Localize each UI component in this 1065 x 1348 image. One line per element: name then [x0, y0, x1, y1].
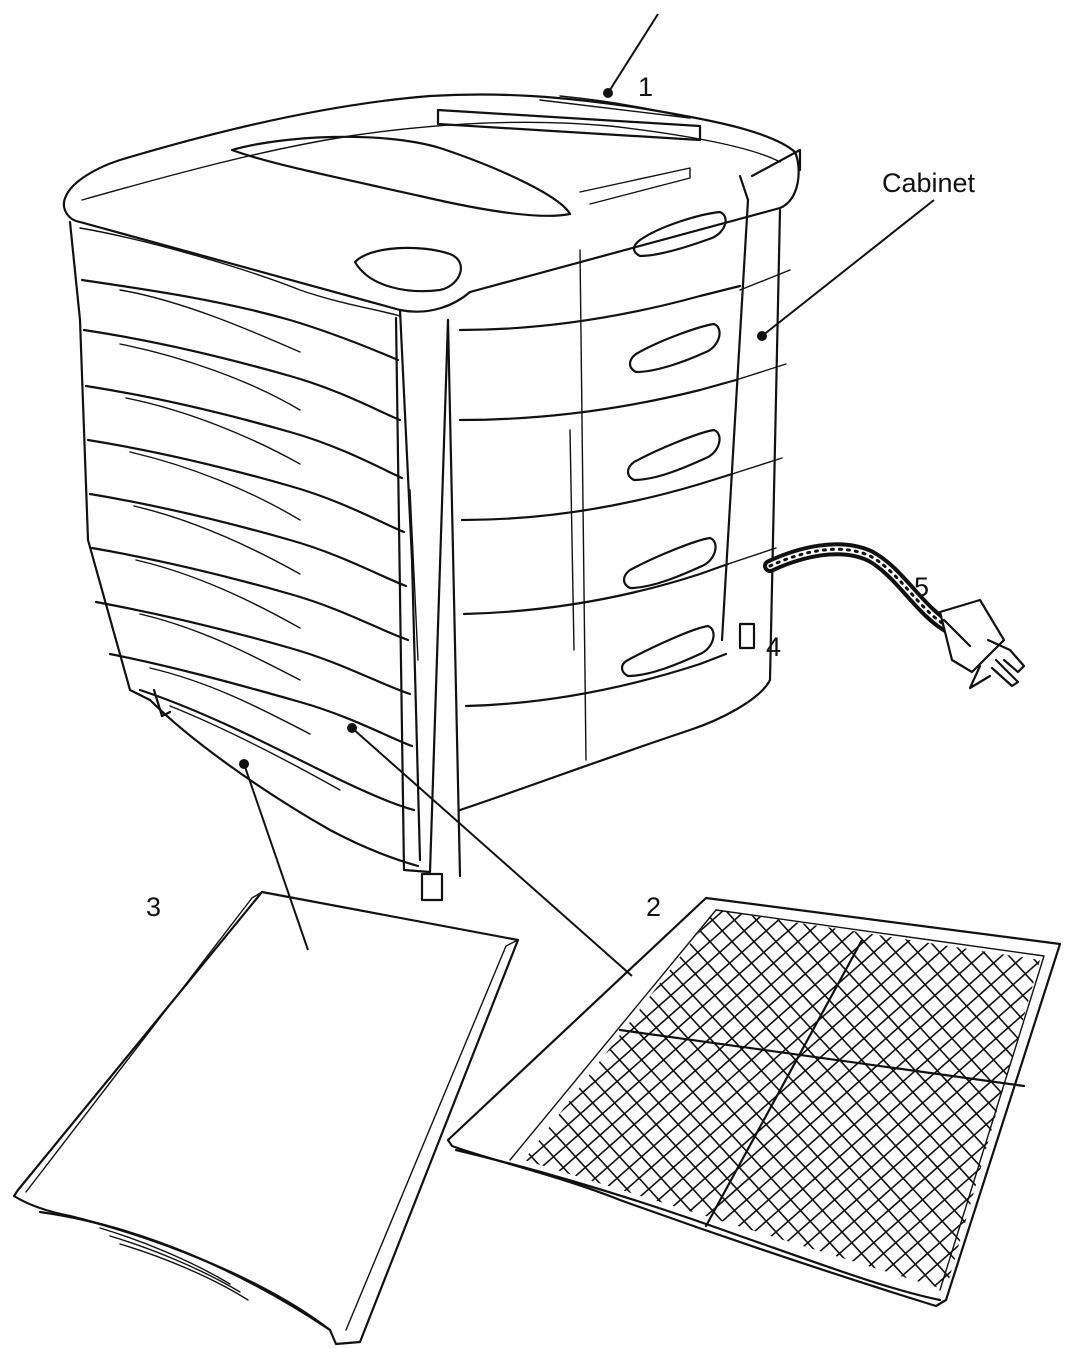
mesh-line [0, 880, 42, 1320]
mesh-line [0, 880, 86, 1320]
mesh-line [807, 910, 1040, 1290]
mesh-line [873, 910, 1040, 1290]
mesh-line [741, 910, 1040, 1290]
label-power-cord: 5 [914, 572, 929, 602]
mesh-line [524, 910, 869, 1290]
cabinet-body [62, 93, 802, 902]
mesh-line [524, 910, 847, 1290]
mesh-line [741, 910, 1040, 1290]
label-cabinet: Cabinet [882, 168, 976, 198]
mesh-line [719, 910, 1040, 1290]
fruit-roll-sheet [12, 890, 520, 1346]
label-top-cover: 1 [638, 72, 653, 102]
mesh-line [785, 910, 1040, 1290]
mesh-line [895, 910, 1040, 1290]
mesh-line [0, 880, 20, 1320]
mesh-line [524, 910, 891, 1290]
mesh-line [873, 910, 1040, 1290]
mesh-line [763, 910, 1040, 1290]
label-fruit-roll-sheet: 3 [146, 892, 161, 922]
label-foot: 4 [766, 632, 781, 662]
power-cord [763, 542, 957, 635]
plug-icon [938, 598, 1026, 690]
mesh-line [851, 910, 1040, 1290]
mesh-line [917, 910, 1040, 1290]
mesh-line [524, 910, 913, 1290]
mesh-line [829, 910, 1040, 1290]
mesh-line [0, 880, 64, 1320]
mesh-line [524, 910, 935, 1290]
label-tray: 2 [646, 892, 661, 922]
mesh-line [524, 910, 825, 1290]
mesh-line [851, 910, 1040, 1290]
leader-lines [239, 13, 935, 977]
